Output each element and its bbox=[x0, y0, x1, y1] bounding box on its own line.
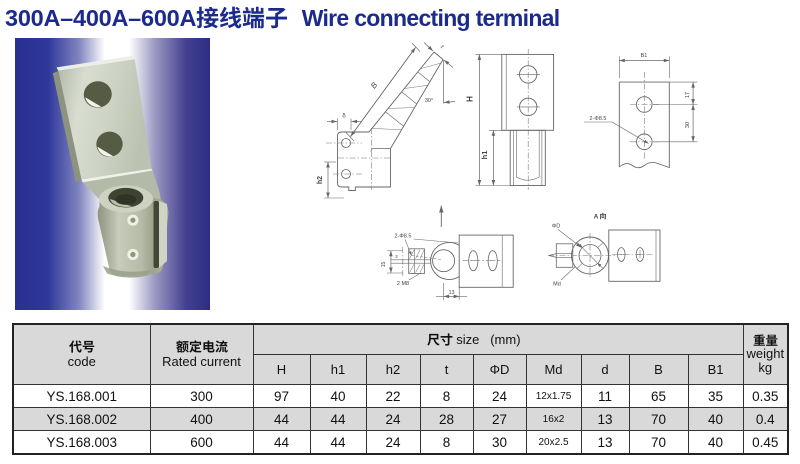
svg-text:t: t bbox=[439, 44, 444, 50]
svg-text:13: 13 bbox=[448, 290, 454, 296]
svg-text:2-Φ8.5: 2-Φ8.5 bbox=[590, 116, 607, 122]
svg-text:A: A bbox=[594, 214, 599, 221]
svg-text:17: 17 bbox=[685, 92, 691, 98]
svg-text:ΦD: ΦD bbox=[552, 224, 560, 230]
svg-text:2 M8: 2 M8 bbox=[397, 281, 409, 287]
svg-text:B1: B1 bbox=[641, 53, 648, 59]
svg-text:2: 2 bbox=[395, 254, 398, 259]
svg-text:2-Φ8.5: 2-Φ8.5 bbox=[395, 234, 412, 240]
svg-text:B: B bbox=[369, 80, 380, 90]
svg-text:h2: h2 bbox=[317, 176, 324, 184]
svg-text:h1: h1 bbox=[480, 151, 489, 160]
svg-text:30: 30 bbox=[685, 122, 691, 128]
svg-text:30°: 30° bbox=[425, 98, 433, 104]
svg-text:H: H bbox=[466, 96, 475, 102]
svg-text:15: 15 bbox=[381, 262, 387, 268]
svg-text:Md: Md bbox=[553, 282, 561, 288]
svg-text:δ: δ bbox=[342, 114, 346, 120]
